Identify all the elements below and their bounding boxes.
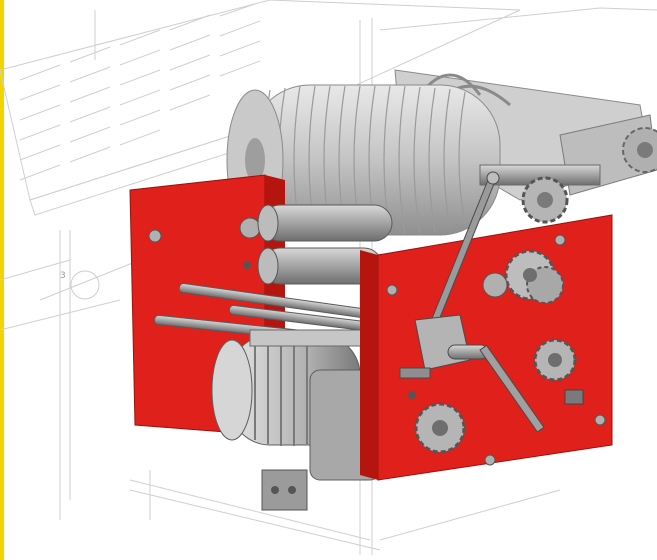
perforated-tray [19,3,261,181]
roller-assembly [257,204,393,285]
lever-linkage [399,171,545,433]
left-edge-strip [0,0,4,560]
electric-motor [211,329,381,511]
drive-shaft-upper [479,127,657,186]
sprocket-cluster [482,249,564,304]
frame-marker-label: 3 [60,271,66,281]
sprocket-lower [414,402,466,454]
sprocket-upper [521,176,569,224]
ribbed-drum [226,84,501,236]
sprocket-mid [533,338,584,405]
